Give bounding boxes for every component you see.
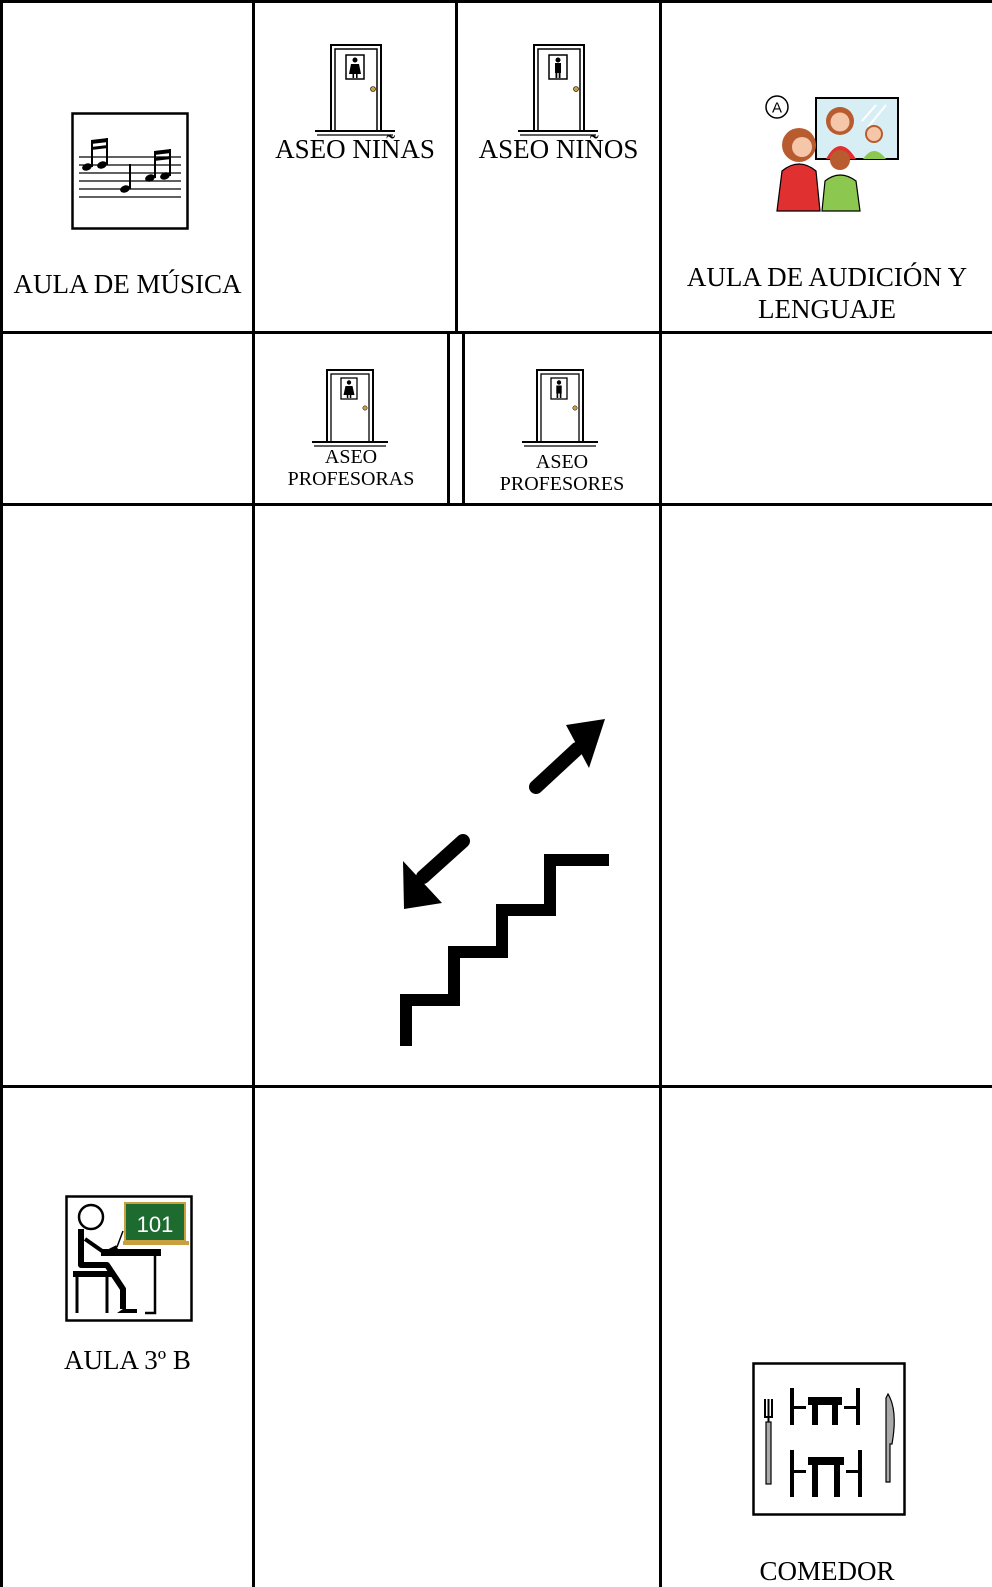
speech-therapy-icon: A <box>765 95 899 212</box>
grid-line <box>447 333 450 505</box>
female-teachers-label-line1: ASEO <box>324 446 378 468</box>
classroom-3b-label: AULA 3º B <box>64 1345 191 1375</box>
boys-door-icon <box>518 44 598 136</box>
speech-therapy-room-cell[interactable]: A AULA DE AUDICIÓN Y LENGUAJE <box>662 3 992 331</box>
stairs-up-down-icon <box>400 719 609 1046</box>
grid-line <box>455 0 458 333</box>
classroom-student-icon: 101 <box>65 1195 193 1322</box>
speech-therapy-label-line2: LENGUAJE <box>758 294 896 324</box>
music-notes-icon <box>71 112 189 230</box>
dining-room-cell[interactable]: COMEDOR <box>662 1088 992 1587</box>
girls-restroom-label: ASEO NIÑAS <box>275 134 435 164</box>
board-number: 101 <box>137 1212 174 1237</box>
grid-line <box>462 333 465 505</box>
female-teachers-restroom-cell[interactable]: ASEO PROFESORAS <box>255 334 447 503</box>
female-teachers-label-line2: PROFESORAS <box>287 468 415 490</box>
grid-line <box>0 1085 992 1088</box>
female-teachers-door-icon <box>312 369 388 447</box>
grid-line <box>659 0 662 1587</box>
svg-text:A: A <box>772 100 782 117</box>
grid-line <box>0 0 992 3</box>
male-teachers-label-line2: PROFESORES <box>499 473 625 495</box>
girls-restroom-cell[interactable]: ASEO NIÑAS <box>255 3 455 331</box>
grid-line <box>0 331 992 334</box>
grid-line <box>252 0 255 1587</box>
male-teachers-door-icon <box>522 369 598 447</box>
music-room-cell[interactable]: AULA DE MÚSICA <box>3 3 252 331</box>
empty-cell <box>255 1088 659 1587</box>
grid-line <box>0 503 992 506</box>
boys-restroom-label: ASEO NIÑOS <box>478 134 639 164</box>
grid-line <box>0 0 3 1587</box>
male-teachers-label-line1: ASEO <box>535 451 589 473</box>
dining-room-label: COMEDOR <box>759 1556 895 1586</box>
girls-door-icon <box>315 44 395 136</box>
boys-restroom-cell[interactable]: ASEO NIÑOS <box>458 3 659 331</box>
male-teachers-restroom-cell[interactable]: ASEO PROFESORES <box>465 334 659 503</box>
stairs-cell[interactable] <box>255 506 659 1085</box>
classroom-3b-cell[interactable]: 101 AULA 3º B <box>3 1088 252 1587</box>
speech-therapy-label-line1: AULA DE AUDICIÓN Y <box>686 262 968 292</box>
music-room-label: AULA DE MÚSICA <box>13 269 242 299</box>
dining-room-icon <box>752 1362 906 1516</box>
